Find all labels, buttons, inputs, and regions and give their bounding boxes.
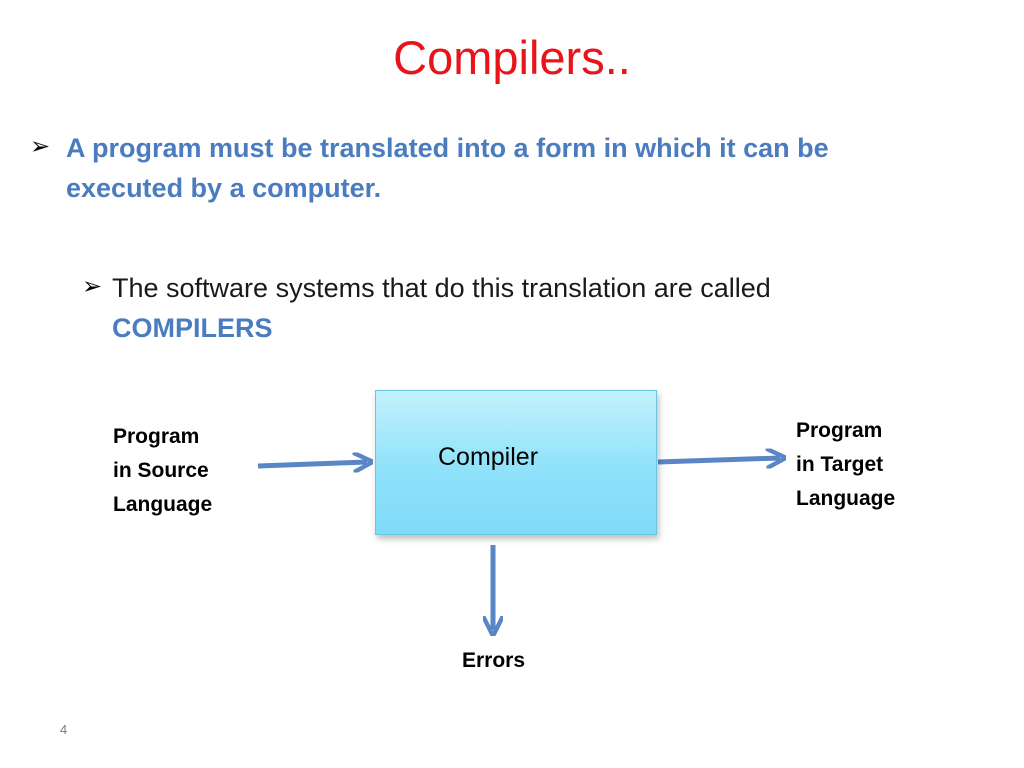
input-label-line: Language xyxy=(113,493,213,516)
bullet-main: ➢ A program must be translated into a fo… xyxy=(30,128,950,208)
bullet-sub-text: The software systems that do this transl… xyxy=(112,273,771,303)
output-label-line: Language xyxy=(796,487,896,510)
bullet-sub-text-block: The software systems that do this transl… xyxy=(112,268,771,348)
input-label-line: Program xyxy=(113,425,200,448)
slide-title: Compilers.. xyxy=(393,31,631,84)
input-arrow xyxy=(257,462,367,466)
arrowhead-bullet-icon: ➢ xyxy=(82,273,103,300)
input-label-line: in Source xyxy=(113,459,209,482)
output-label-line: Program xyxy=(796,419,883,442)
output-label: Program in Target Language xyxy=(796,414,895,516)
compiler-label: Compiler xyxy=(438,443,539,471)
output-label-line: in Target xyxy=(796,453,884,476)
arrowhead-bullet-icon: ➢ xyxy=(30,133,51,160)
output-arrow xyxy=(657,458,780,462)
bullet-sub-emphasis: COMPILERS xyxy=(112,313,273,343)
bullet-main-text: A program must be translated into a form… xyxy=(66,133,829,203)
page-number: 4 xyxy=(60,722,68,737)
errors-label: Errors xyxy=(462,649,526,672)
input-label: Program in Source Language xyxy=(113,420,212,522)
compiler-box: Compiler xyxy=(375,390,657,535)
bullet-sub: ➢ The software systems that do this tran… xyxy=(82,268,942,348)
